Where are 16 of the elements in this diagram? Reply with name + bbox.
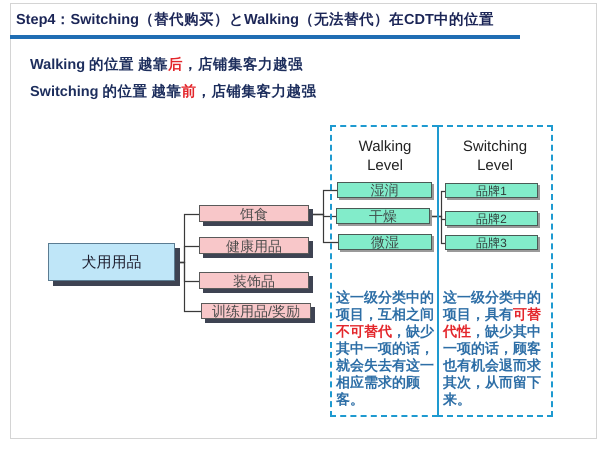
- slide-title: Step4：Switching（替代购买）とWalking（无法替代）在CDT中的位置: [16, 10, 494, 30]
- panel-description: 这一级分类中的项目，具有可替代性，缺少其中一项的话，顾客也有机会退而求其次，从而留下来。: [443, 290, 542, 409]
- brand-box: 品牌3: [445, 235, 538, 250]
- panel-heading: Switching Level: [462, 137, 528, 175]
- attribute-box: 湿润: [337, 182, 432, 198]
- panel-description: 这一级分类中的项目，互相之间不可替代，缺少其中一项的话，就会失去有这一相应需求的顾客。: [336, 290, 436, 409]
- dashed-panel: [330, 125, 438, 417]
- note-text: Switching 的位置 越靠前，店铺集客力越强: [30, 83, 317, 101]
- connector-line: [430, 216, 445, 244]
- brand-box: 品牌2: [445, 211, 538, 226]
- brand-box: 品牌1: [445, 183, 538, 198]
- panel-heading: Walking Level: [358, 137, 412, 175]
- attribute-box: 干燥: [336, 208, 430, 224]
- dashed-panel: [437, 125, 553, 417]
- attribute-box: 微湿: [338, 234, 432, 250]
- note-text: Walking 的位置 越靠后，店铺集客力越强: [30, 56, 304, 74]
